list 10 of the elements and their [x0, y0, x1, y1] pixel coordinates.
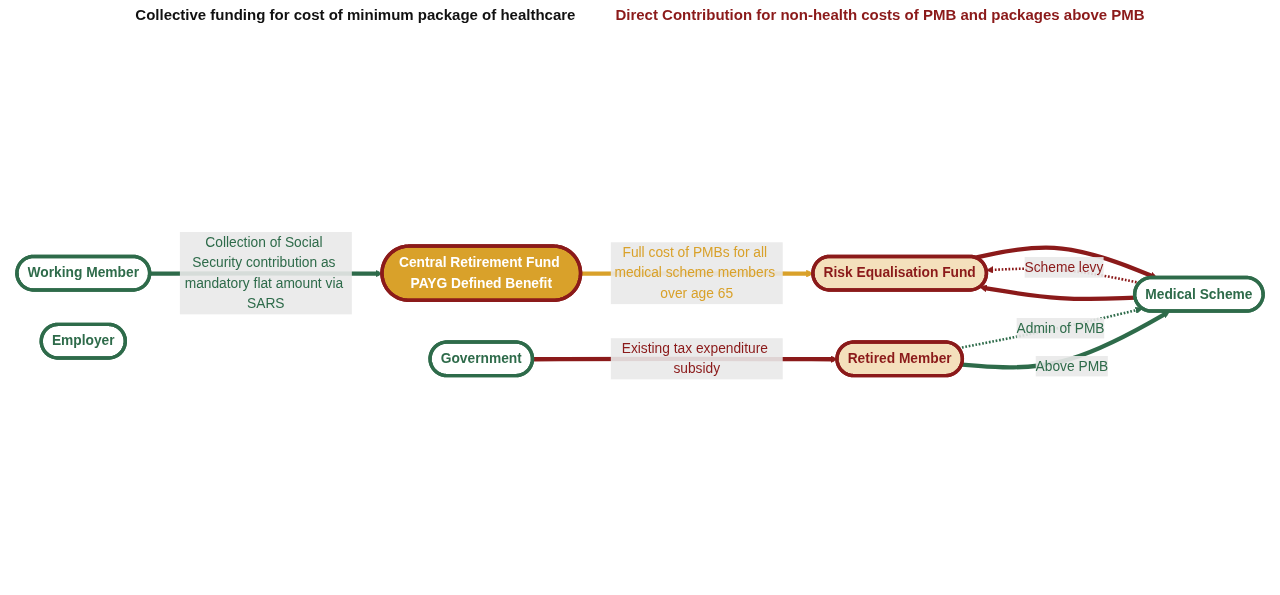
arrow [974, 245, 1158, 280]
edge-label: Existing tax expenditure subsidy [621, 341, 768, 377]
edge-label: Collection of Social Security contribution as mandatory flat amount via SARS [184, 234, 344, 312]
edge-label: Admin of PMB [1016, 320, 1105, 336]
edge-label: Above PMB [1035, 358, 1109, 374]
arrow [961, 311, 1170, 370]
note-text: Direct Contribution for non-health costs of PMB and packages above PMB [615, 6, 1145, 23]
edge-label: Full cost of PMBs for all medical scheme members over age 65 [614, 245, 776, 302]
edge-label: Scheme levy [1024, 259, 1104, 275]
note-text: Collective funding for cost of minimum package of healthcare [135, 6, 576, 23]
